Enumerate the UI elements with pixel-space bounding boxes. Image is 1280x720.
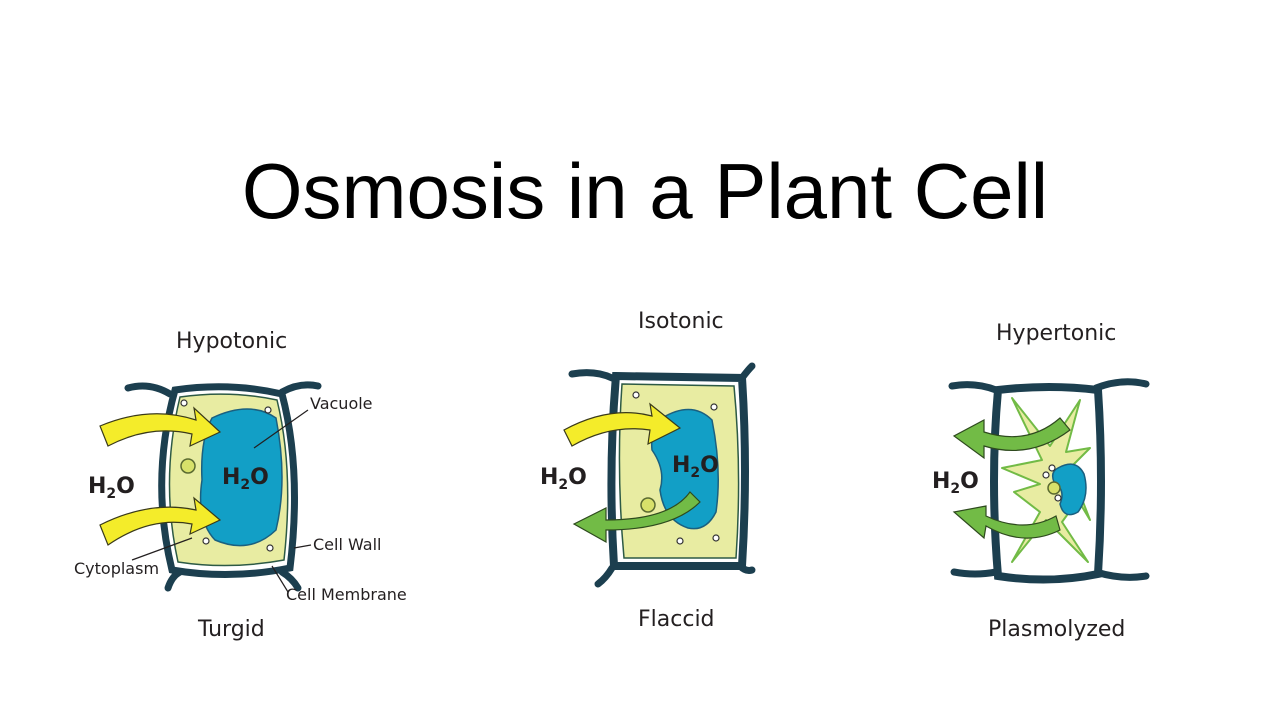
page-title: Osmosis in a Plant Cell bbox=[241, 147, 1049, 235]
label-cell-wall: Cell Wall bbox=[313, 535, 381, 554]
leader-line bbox=[131, 537, 193, 561]
h2o-label-outside: H2O bbox=[88, 474, 135, 502]
h2o-label-outside: H2O bbox=[540, 465, 587, 493]
cell-isotonic: Isotonic H2O H2O Flaccid bbox=[540, 309, 756, 632]
organelle bbox=[632, 391, 640, 399]
wall-stub bbox=[568, 369, 616, 382]
wall-stub bbox=[1092, 378, 1150, 392]
h2o-label-inside: H2O bbox=[672, 453, 719, 481]
cell-hypertonic: Hypertonic H2O Plasmolyzed bbox=[932, 321, 1150, 642]
state-label-flaccid: Flaccid bbox=[638, 607, 715, 632]
organelle bbox=[676, 537, 684, 545]
leader-line bbox=[271, 565, 289, 593]
organelle bbox=[712, 534, 720, 542]
condition-label-isotonic: Isotonic bbox=[638, 309, 724, 334]
organelle bbox=[266, 544, 274, 552]
h2o-label-outside: H2O bbox=[932, 469, 979, 497]
state-label-plasmolyzed: Plasmolyzed bbox=[988, 617, 1125, 642]
organelle bbox=[202, 537, 210, 545]
label-cell-membrane: Cell Membrane bbox=[286, 585, 407, 604]
cytoplasm bbox=[1001, 397, 1091, 563]
organelle bbox=[180, 458, 196, 474]
leader-line bbox=[253, 409, 309, 449]
organelle bbox=[1047, 481, 1061, 495]
label-cytoplasm: Cytoplasm bbox=[74, 559, 159, 578]
condition-label-hypertonic: Hypertonic bbox=[996, 321, 1116, 346]
cell-hypotonic: Hypotonic H2O H2O Vacuole Cell Wall Cyto… bbox=[74, 329, 407, 642]
organelle bbox=[710, 403, 718, 411]
condition-label-hypotonic: Hypotonic bbox=[176, 329, 287, 354]
organelle bbox=[1054, 494, 1062, 502]
wall-stub bbox=[950, 568, 1000, 578]
wall-stub bbox=[594, 564, 616, 588]
organelle bbox=[1048, 464, 1056, 472]
state-label-turgid: Turgid bbox=[197, 617, 265, 642]
organelle bbox=[1042, 471, 1050, 479]
arrow-out bbox=[572, 491, 701, 544]
wall-stub bbox=[124, 382, 174, 398]
arrow-in bbox=[99, 406, 222, 448]
h2o-label-inside: H2O bbox=[222, 465, 269, 493]
arrow-out bbox=[952, 505, 1061, 540]
label-vacuole: Vacuole bbox=[310, 394, 373, 413]
vacuole bbox=[1051, 463, 1087, 516]
organelle bbox=[640, 497, 656, 513]
organelle bbox=[180, 399, 188, 407]
wall-stub bbox=[1092, 568, 1150, 581]
vacuole bbox=[650, 408, 719, 530]
wall-stub bbox=[278, 381, 322, 396]
arrow-in bbox=[563, 402, 682, 447]
organelle bbox=[264, 406, 272, 414]
wall-stub bbox=[278, 568, 302, 592]
leader-line bbox=[293, 544, 312, 549]
wall-stub bbox=[948, 381, 1000, 394]
arrow-out bbox=[952, 417, 1071, 460]
arrow-in bbox=[99, 496, 222, 546]
